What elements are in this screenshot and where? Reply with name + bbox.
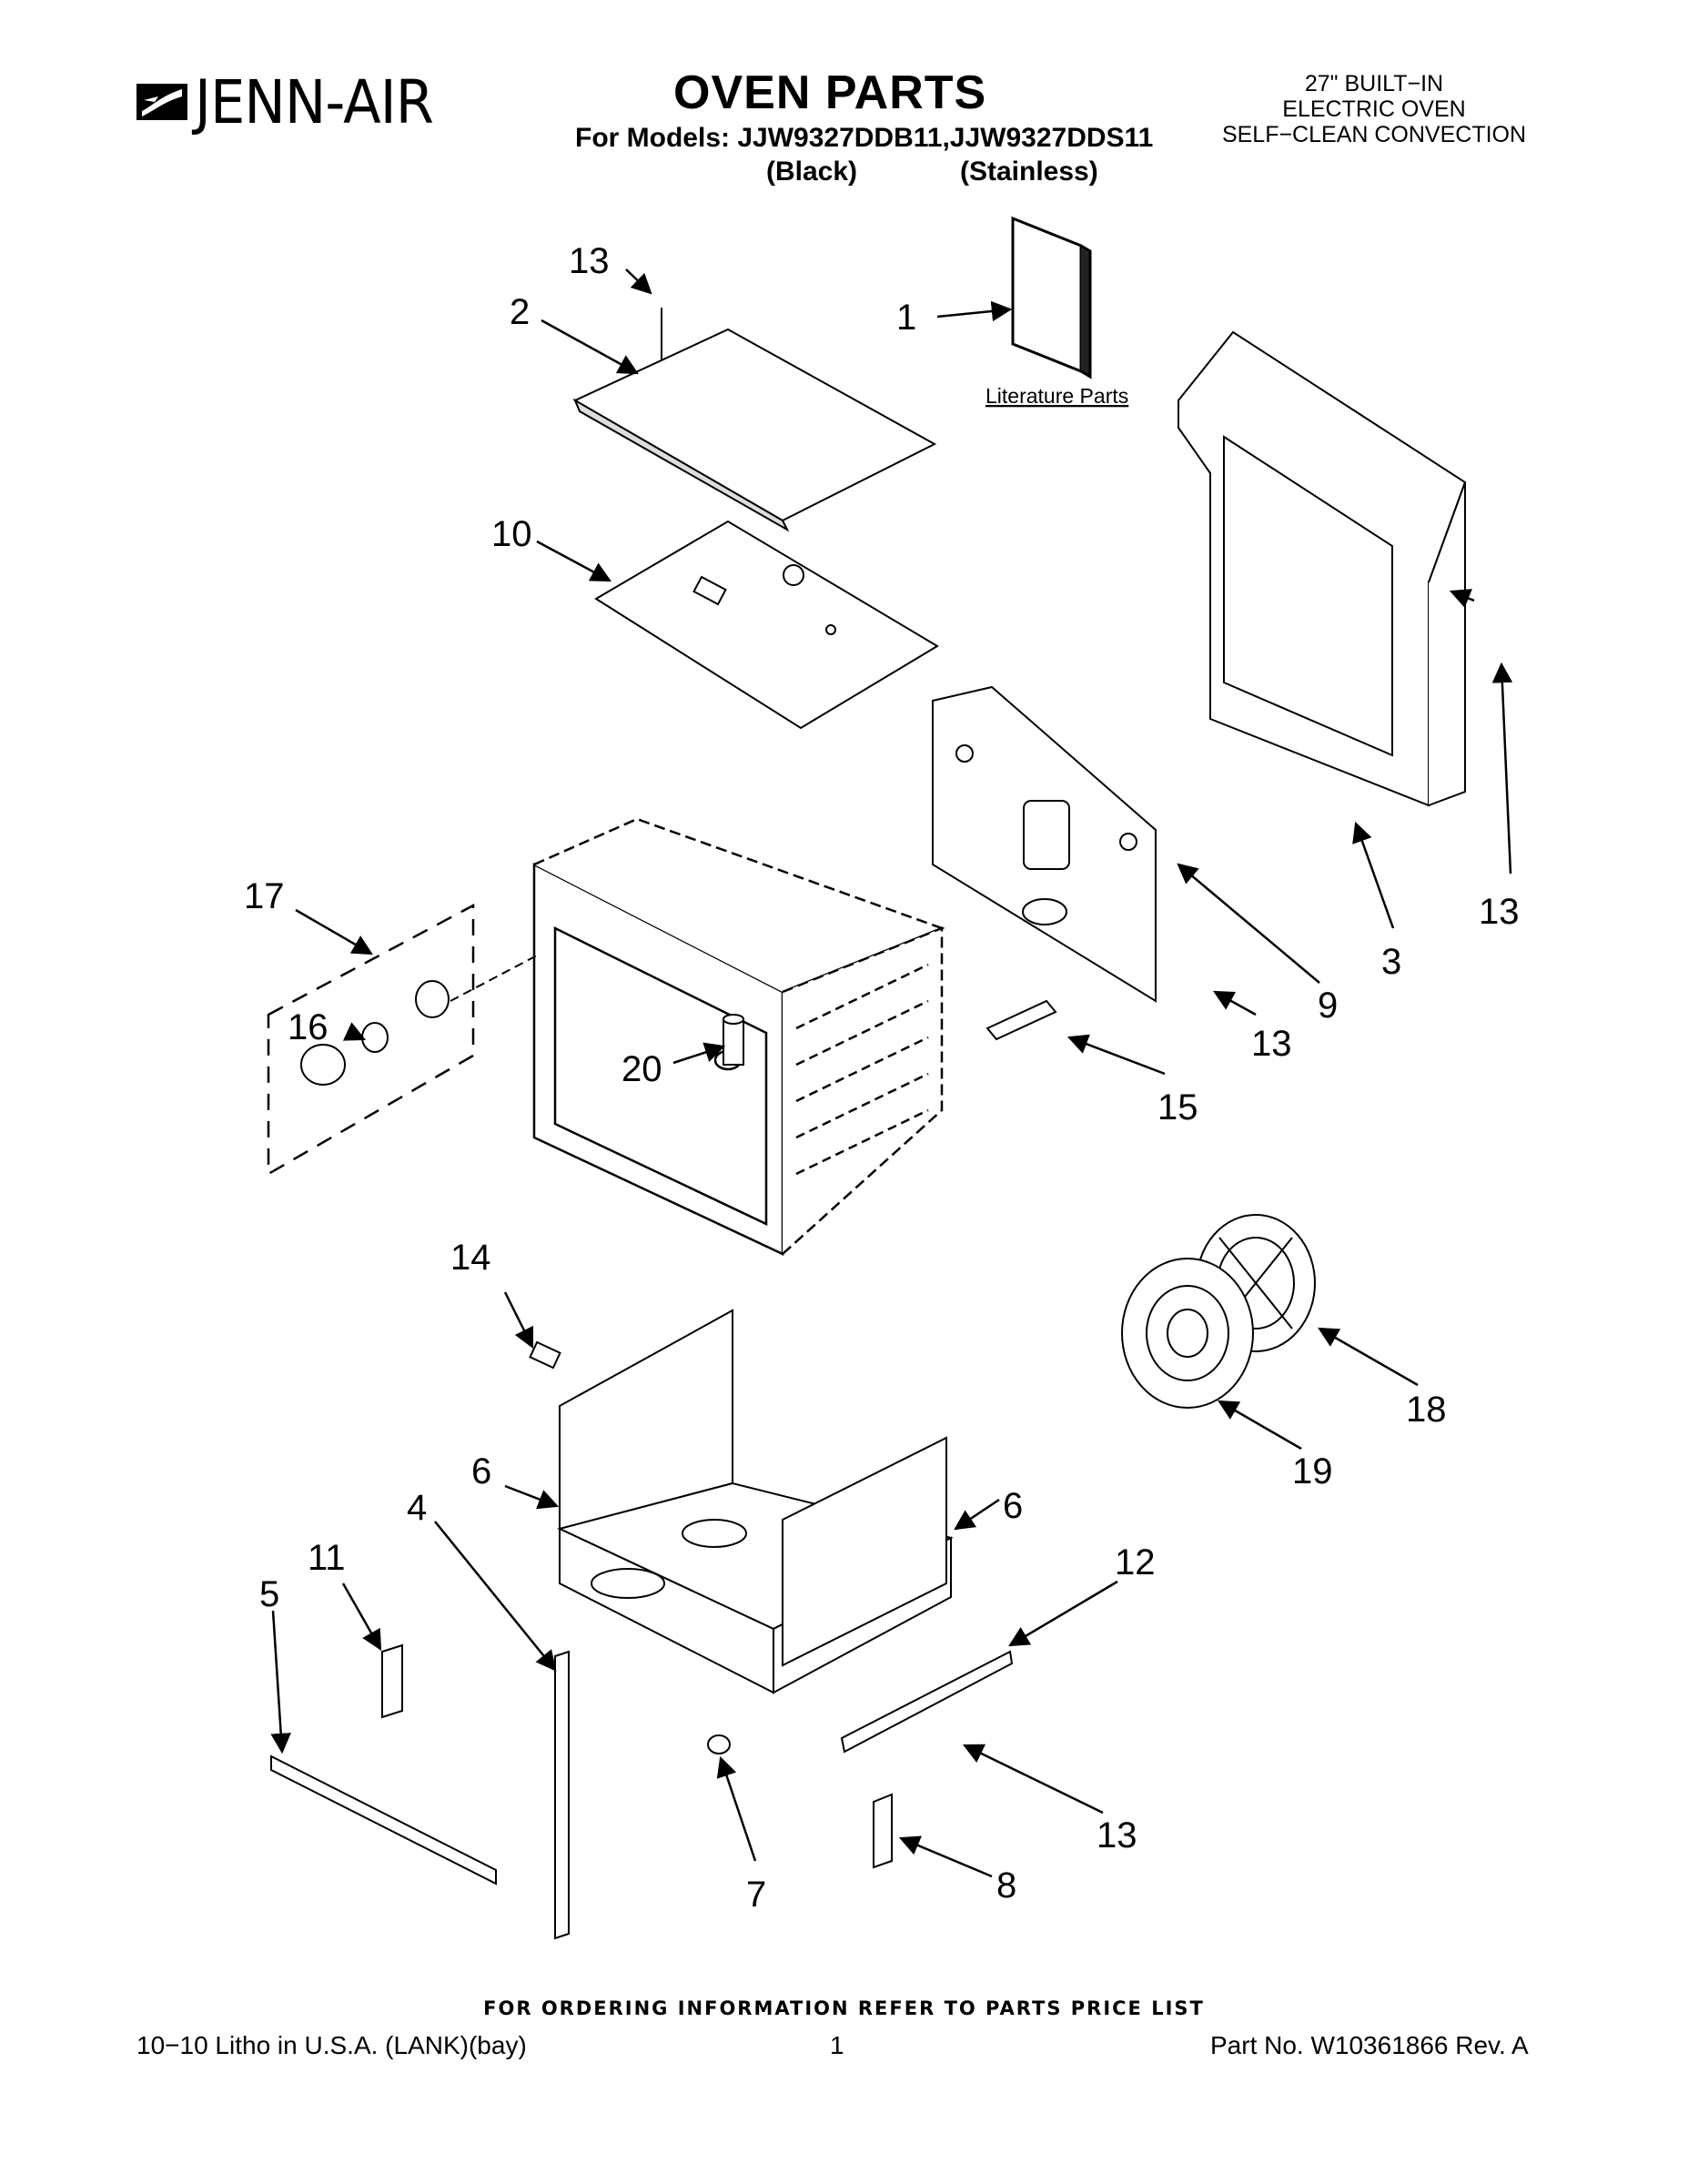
- product-line-1: 27" BUILT−IN: [1304, 71, 1444, 96]
- brand-logo: JENN-AIR: [136, 66, 454, 138]
- literature-booklet: [1011, 216, 1092, 379]
- callout-11: 11: [308, 1538, 346, 1578]
- light-assembly-group: [267, 903, 475, 1177]
- product-description: 27" BUILT−IN ELECTRIC OVEN SELF−CLEAN CO…: [1192, 71, 1556, 147]
- rail-12: [840, 1650, 1014, 1754]
- leader-lines: [270, 268, 1513, 1878]
- callout-19: 19: [1292, 1451, 1333, 1491]
- callout-18: 18: [1406, 1390, 1447, 1430]
- grommet: [707, 1734, 731, 1754]
- product-line-3: SELF−CLEAN CONVECTION: [1221, 122, 1527, 147]
- switch-component: [986, 999, 1057, 1041]
- ordering-note: FOR ORDERING INFORMATION REFER TO PARTS …: [483, 1997, 1205, 2019]
- callout-16: 16: [288, 1007, 329, 1047]
- callout-14: 14: [450, 1238, 491, 1278]
- callout-1: 1: [896, 298, 916, 338]
- callout-2: 2: [510, 292, 530, 332]
- rear-panel: [932, 685, 1157, 1003]
- long-rail: [270, 1754, 497, 1886]
- callout-8: 8: [996, 1866, 1016, 1906]
- models-line: For Models: JJW9327DDB11,JJW9327DDS11: [575, 123, 1154, 153]
- small-bracket: [381, 1643, 403, 1719]
- callout-9: 9: [1318, 986, 1338, 1026]
- light-bulb-socket: [300, 955, 538, 1086]
- callout-10: 10: [491, 514, 532, 554]
- variant-stainless: (Stainless): [960, 157, 1098, 187]
- page-title: OVEN PARTS: [673, 66, 987, 119]
- cavity-part-20: [723, 1014, 744, 1066]
- latch: [873, 1793, 893, 1869]
- screw-14: [529, 1340, 561, 1370]
- callout-3: 3: [1381, 942, 1401, 982]
- callout-20: 20: [622, 1049, 662, 1089]
- part-number: Part No. W10361866 Rev. A: [1210, 2031, 1529, 2059]
- callout-12: 12: [1115, 1542, 1156, 1582]
- brand-name: JENN-AIR: [195, 66, 434, 137]
- insulation-panel: [594, 520, 939, 730]
- product-line-2: ELECTRIC OVEN: [1282, 96, 1466, 122]
- callout-4: 4: [407, 1488, 427, 1528]
- outer-wrapper: [1178, 330, 1467, 807]
- side-panels: [557, 1309, 954, 1694]
- convection-element: [1121, 1258, 1254, 1409]
- callout-13-right: 13: [1479, 892, 1520, 932]
- variant-black: (Black): [766, 157, 858, 187]
- vertical-strip: [554, 1650, 570, 1940]
- callout-13-top: 13: [569, 241, 610, 281]
- callout-6a: 6: [471, 1451, 491, 1491]
- callout-15: 15: [1157, 1087, 1198, 1127]
- litho-note: 10−10 Litho in U.S.A. (LANK)(bay): [136, 2031, 527, 2059]
- jenn-air-logo-icon: [136, 84, 187, 120]
- page-number: 1: [830, 2031, 844, 2059]
- callout-17: 17: [244, 876, 285, 916]
- callout-6b: 6: [1003, 1486, 1023, 1526]
- callout-5: 5: [259, 1574, 279, 1614]
- callout-13-bottom: 13: [1097, 1815, 1137, 1855]
- callout-numbers: 1 2 3 4 5 6 6 7 8 9 10 11 12 13 13 13 13…: [244, 241, 1520, 1915]
- callout-7: 7: [746, 1875, 766, 1915]
- oven-cavity-frame: [532, 817, 945, 1256]
- callout-13-rear: 13: [1251, 1024, 1292, 1064]
- top-panel: [572, 308, 937, 532]
- literature-parts-label: Literature Parts: [986, 384, 1128, 408]
